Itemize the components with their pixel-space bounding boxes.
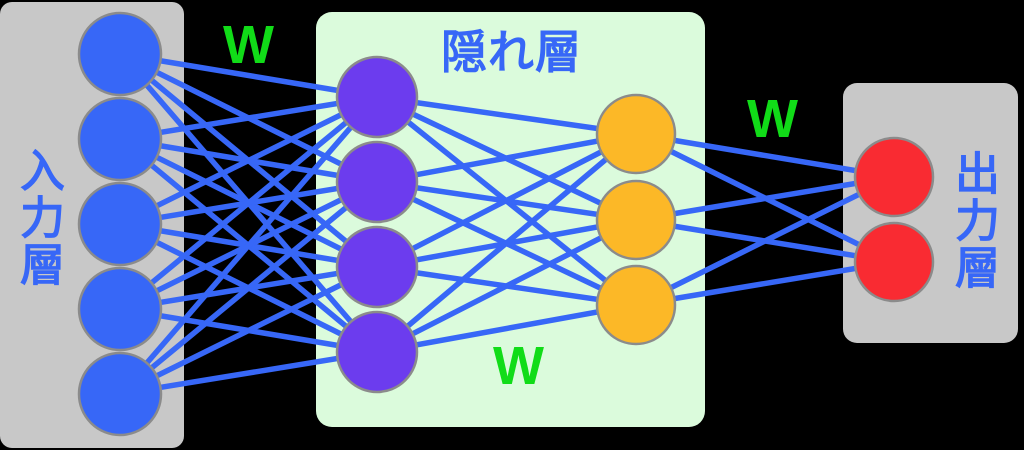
connection-line [635,259,895,308]
connection-line [635,174,895,223]
connection-line [375,217,638,355]
hidden-node-orange [595,93,677,175]
connection-line [119,94,378,142]
hidden-node-purple [335,310,419,394]
weight-label-hidden-output: W [747,89,798,149]
output-layer-label: 出力層 [948,150,999,291]
connection-line [118,179,379,397]
input-node [77,266,163,352]
connection-line [375,131,638,270]
output-node [853,221,935,303]
hidden-node-purple [335,140,419,224]
input-node [77,181,163,267]
connection-line [119,349,378,397]
connection-line [635,131,895,180]
connection-line [376,131,637,185]
connection-line [634,174,896,308]
connection-line [119,51,378,100]
connection-line [118,94,379,312]
weight-label-hidden-internal: W [493,336,544,396]
input-node [77,351,163,437]
layer-nodes [77,11,935,437]
hidden-node-purple [335,225,419,309]
connection-line [376,94,637,137]
input-node [77,11,163,97]
output-node [853,136,935,218]
connection-line [376,302,637,355]
connection-line [118,94,379,227]
hidden-node-orange [595,264,677,346]
connection-line [375,131,638,355]
hidden-layer-label: 隠れ層 [441,26,582,78]
weight-label-input-hidden: W [223,15,274,75]
connection-line [118,264,379,397]
layer-connections [117,51,896,397]
connection-line [117,95,380,396]
input-layer-label: 入力層 [13,147,64,288]
hidden-node-purple [335,55,419,139]
hidden-node-orange [595,179,677,261]
input-node [77,96,163,182]
